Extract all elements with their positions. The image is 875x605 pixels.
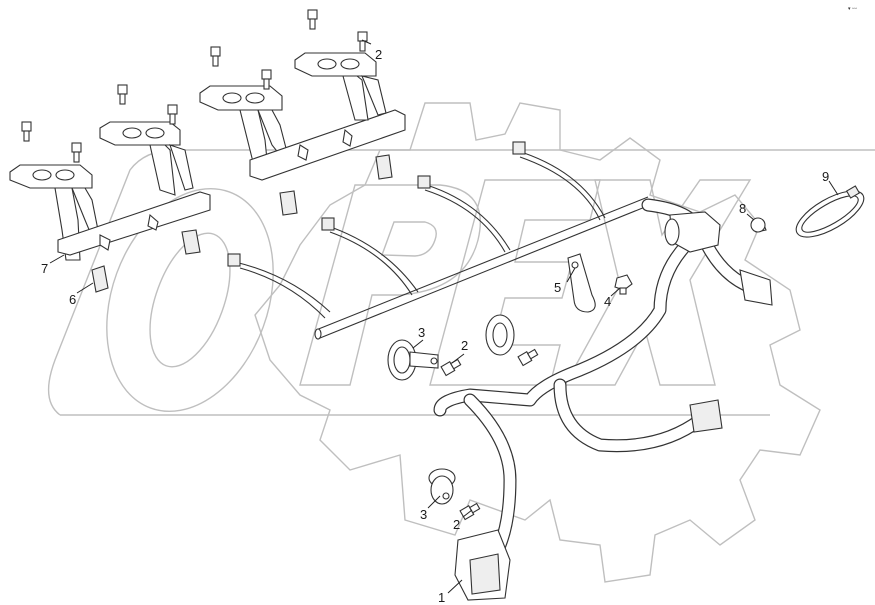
clamp-lower: [428, 468, 456, 505]
watermark-gear: [254, 102, 821, 583]
callout-2: 2: [375, 47, 382, 62]
loose-fasteners: [440, 217, 767, 521]
callouts: 2 2 2 3 3 4 5 6 7 8 9 1: [41, 47, 829, 605]
connector-icon: [689, 399, 723, 433]
callout-8: 8: [739, 201, 746, 216]
clips: [91, 154, 393, 293]
connector-icon: [227, 253, 241, 267]
clip-icon: [375, 154, 393, 180]
callout-9: 9: [822, 169, 829, 184]
clip-icon: [279, 190, 298, 216]
clamps: [387, 314, 515, 505]
bolt-icon: [261, 69, 272, 90]
hose-clamp: [795, 185, 865, 238]
clamp-center: [485, 314, 515, 356]
bolt-icon: [440, 358, 462, 377]
bolt-icon: [167, 104, 178, 125]
callout-2: 2: [461, 338, 468, 353]
bolt-icon: [71, 142, 82, 163]
connector-icon: [321, 217, 335, 231]
leader-lines: [49, 39, 839, 594]
clamp-upper: [387, 339, 439, 381]
clip-icon: [91, 265, 109, 293]
bolt-icon: [117, 84, 128, 105]
callout-7: 7: [41, 261, 48, 276]
connector-icon: [512, 141, 526, 155]
harness-rail-left: [9, 121, 211, 261]
callout-4: 4: [604, 294, 611, 309]
callout-5: 5: [554, 280, 561, 295]
callout-1: 1: [438, 590, 445, 605]
bolt-icon: [21, 121, 32, 142]
connector-icon: [417, 175, 431, 189]
bolt-icon: [517, 348, 539, 367]
p-clip: [567, 253, 596, 313]
callout-6: 6: [69, 292, 76, 307]
callout-2: 2: [453, 517, 460, 532]
callout-3: 3: [418, 325, 425, 340]
bolt-icon: [357, 31, 368, 52]
bolt-icon: [307, 9, 318, 30]
clip-icon: [181, 229, 201, 255]
harness-rail-right: [199, 52, 406, 181]
rail-bolts: [21, 9, 368, 163]
callout-3: 3: [420, 507, 427, 522]
bolt-icon: [210, 46, 221, 67]
wiring-harness: [227, 141, 773, 601]
corner-mark: ▾ ▫▫▫: [848, 6, 857, 12]
screw-icon: [614, 274, 633, 295]
plug-icon: [750, 217, 767, 233]
